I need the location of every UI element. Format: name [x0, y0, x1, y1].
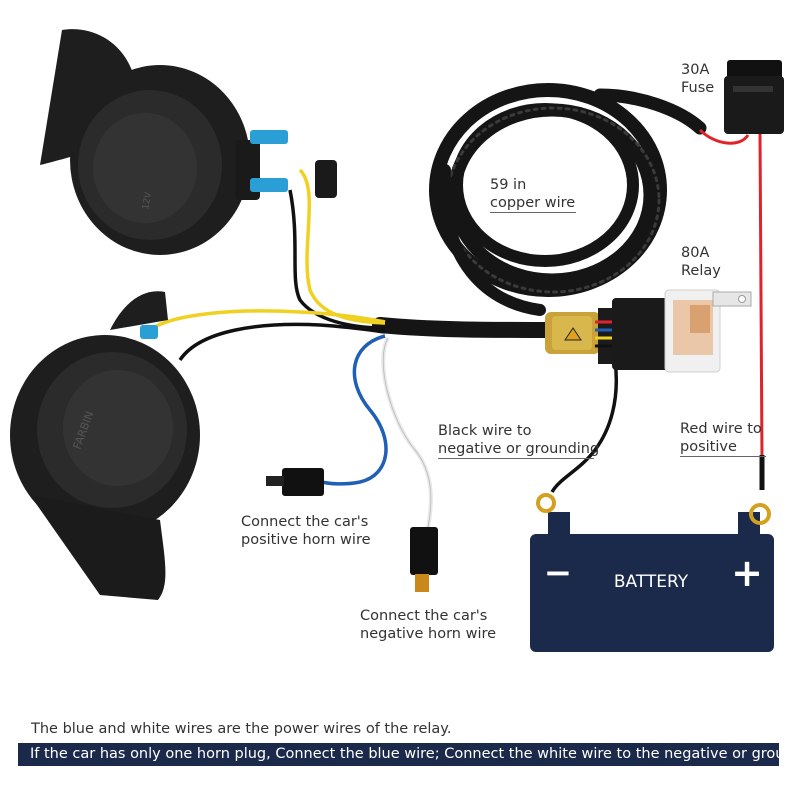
- black-wire-upper: [288, 189, 386, 330]
- lower-horn: [10, 291, 200, 600]
- negative-horn-label-line2: negative horn wire: [360, 626, 497, 642]
- fuse-red-lead: [698, 128, 750, 145]
- positive-horn-label-line1: Connect the car's: [241, 514, 369, 530]
- main-harness: [372, 317, 553, 338]
- relay: [545, 289, 752, 373]
- relay-label-line1: 80A: [681, 245, 710, 261]
- positive-horn-connector: [266, 468, 324, 496]
- fuse-label-line1: 30A: [681, 62, 710, 78]
- negative-horn-connector: [410, 527, 438, 592]
- black-ground-wire: [550, 359, 619, 493]
- black-wire-label-line2: negative or grounding: [438, 441, 600, 457]
- red-wire-label-line2: positive: [680, 439, 737, 455]
- instruction-banner: If the car has only one horn plug, Conne…: [18, 743, 779, 766]
- positive-horn-label: Connect the car's positive horn wire: [241, 513, 371, 549]
- red-wire-underline: [680, 456, 766, 457]
- blue-wire: [321, 334, 388, 486]
- fuse-holder: [724, 60, 784, 134]
- battery-minus: −: [544, 553, 573, 593]
- relay-label: 80A Relay: [681, 244, 721, 280]
- black-wire-label-line1: Black wire to: [438, 423, 532, 439]
- fuse-label: 30A Fuse: [681, 61, 714, 97]
- positive-horn-label-line2: positive horn wire: [241, 532, 371, 548]
- yellow-wire-upper: [298, 168, 386, 325]
- black-wire-underline: [438, 458, 594, 459]
- copper-wire-label: 59 in copper wire: [490, 176, 575, 212]
- fuse-label-line2: Fuse: [681, 80, 715, 96]
- relay-label-line2: Relay: [681, 263, 721, 279]
- yellow-wire-lower: [148, 309, 386, 332]
- coiled-wire-loom: [429, 83, 667, 316]
- black-wire-lower: [178, 322, 386, 362]
- copper-wire-underline: [490, 212, 576, 213]
- battery-plus: +: [731, 551, 763, 595]
- upper-horn: [40, 29, 337, 255]
- copper-wire-label-line1: 59 in: [490, 177, 527, 193]
- copper-wire-label-line2: copper wire: [490, 195, 576, 211]
- positive-ring-terminal: [749, 503, 771, 525]
- negative-horn-label: Connect the car's negative horn wire: [360, 607, 496, 643]
- negative-horn-label-line1: Connect the car's: [360, 608, 488, 624]
- white-wire: [381, 336, 433, 529]
- negative-ring-terminal: [536, 493, 556, 513]
- red-wire-label: Red wire to positive: [680, 420, 762, 456]
- red-wire-label-line1: Red wire to: [680, 421, 762, 437]
- black-wire-label: Black wire to negative or grounding: [438, 422, 599, 458]
- relay-power-note: The blue and white wires are the power w…: [31, 721, 452, 737]
- red-wire: [758, 133, 764, 461]
- battery-label: BATTERY: [614, 572, 689, 592]
- wire-to-fuse: [593, 88, 707, 135]
- horn-voltage-text: 12V: [141, 191, 154, 211]
